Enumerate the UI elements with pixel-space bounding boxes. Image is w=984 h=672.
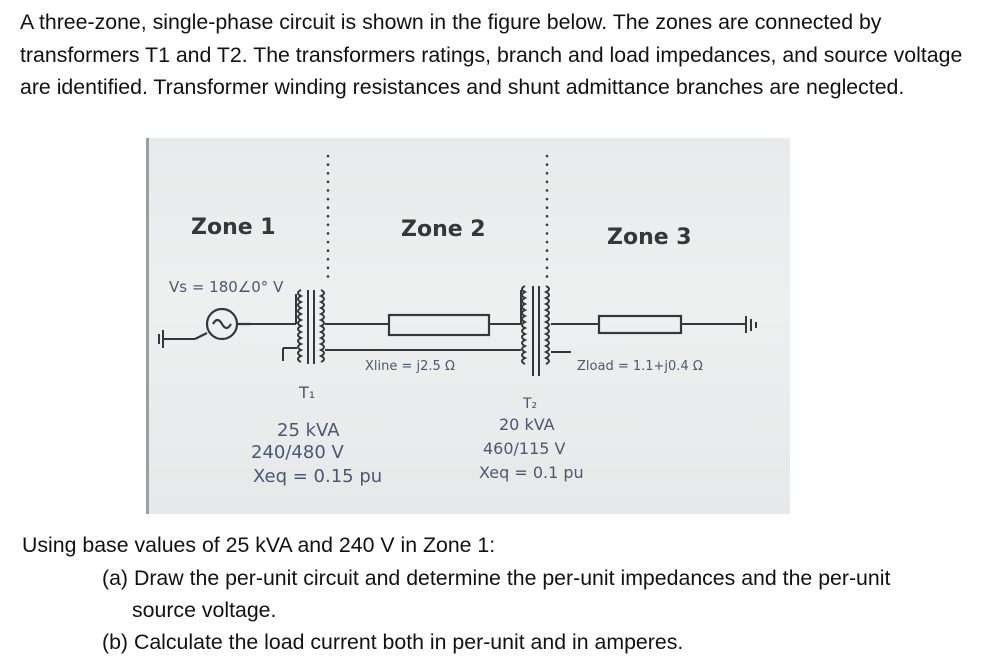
part-b-text-line1: Calculate the load current both in per-u… [133,630,684,654]
t1-rating: 25 kVA [277,420,340,441]
t2-xeq: Xeq = 0.1 pu [479,463,584,482]
part-b-label: (b) [102,630,129,654]
t2-transformer-symbol [521,285,550,376]
line-impedance-label: Xline = j2.5 Ω [365,359,455,374]
part-a-text-line2: source voltage. [132,598,277,622]
t2-name: T₂ [522,396,537,412]
ground-symbol-left [158,330,195,348]
circuit-figure: Zone 1 Zone 2 Zone 3 Vs = 180∠0° V [146,138,790,514]
t2-voltage: 460/115 V [483,439,566,458]
zone-2-label: Zone 2 [401,217,486,242]
zone-3-label: Zone 3 [607,225,692,250]
t1-name: T₁ [298,383,315,402]
t1-xeq: Xeq = 0.15 pu [253,466,382,487]
question-intro: Using base values of 25 kVA and 240 V in… [22,533,496,557]
part-a-label: (a) [102,566,129,590]
zone-1-label: Zone 1 [191,215,276,240]
ground-symbol-right [732,316,757,333]
question-part-a: (a) Draw the per-unit circuit and determ… [102,562,972,626]
problem-intro: A three-zone, single-phase circuit is sh… [20,10,963,99]
question-part-b: (b) Calculate the load current both in p… [102,626,683,658]
part-a-text-line1: Draw the per-unit circuit and determine … [133,566,891,590]
source-voltage-label: Vs = 180∠0° V [169,278,284,296]
t1-transformer-symbol [297,289,325,364]
t1-voltage: 240/480 V [251,442,344,463]
circuit-diagram: Zone 1 Zone 2 Zone 3 Vs = 180∠0° V [158,154,757,487]
wire-zone-3 [551,323,732,353]
load-impedance-label: Zload = 1.1+j0.4 Ω [577,359,703,374]
ac-source-symbol [194,307,250,341]
wire-zone-2 [325,290,522,351]
load-impedance-box [597,314,683,335]
t2-rating: 20 kVA [499,415,555,434]
wire-source-t1 [249,294,297,361]
line-impedance-box [387,313,491,337]
